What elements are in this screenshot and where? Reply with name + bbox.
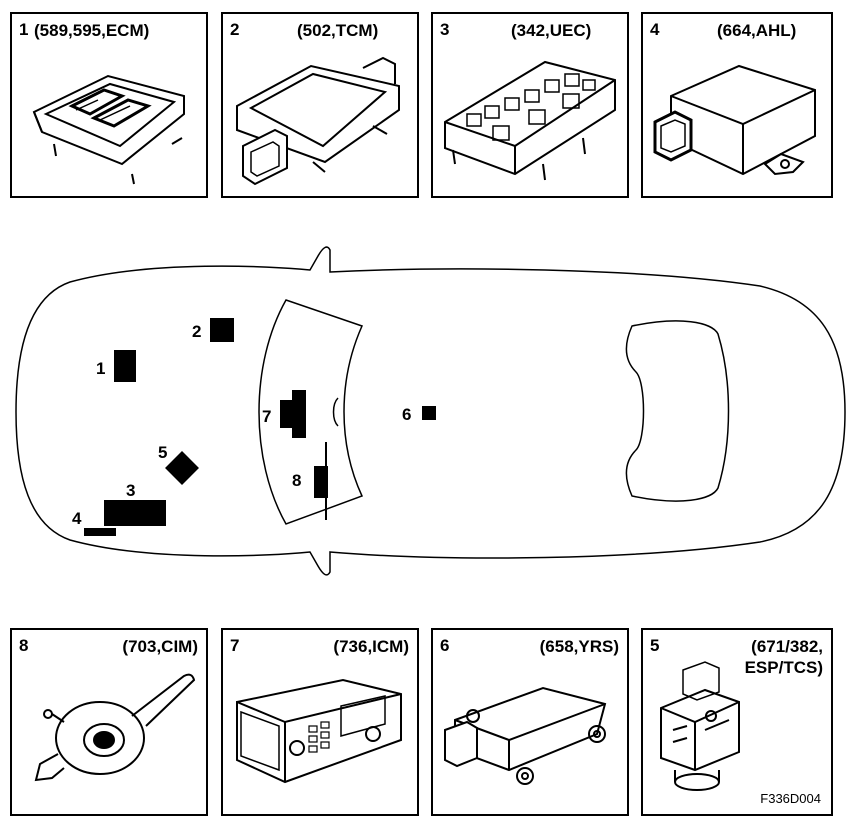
panel-ecm: 1 (589,595,ECM) xyxy=(10,12,208,198)
panel-code: (664,AHL) xyxy=(717,21,797,40)
fuse-relay-box-icon xyxy=(444,60,616,181)
panel-tcm: 2 (502,TCM) xyxy=(221,12,419,198)
panel-uec: 3 (342,UEC) xyxy=(431,12,629,198)
uec-marker xyxy=(104,500,166,526)
ecm-module-icon xyxy=(32,74,185,185)
panel-number: 1 xyxy=(19,20,29,39)
cim-marker xyxy=(314,466,328,498)
panel-number: 3 xyxy=(440,20,450,39)
panel-number: 2 xyxy=(230,20,240,39)
car-label-8: 8 xyxy=(292,471,301,490)
windshield-outline xyxy=(258,299,364,525)
panel-number: 5 xyxy=(650,636,660,655)
icm-marker xyxy=(280,390,306,438)
panel-code-line1: (671/382, xyxy=(751,637,823,656)
panel-code-line2: ESP/TCS) xyxy=(744,658,823,677)
panel-code: (342,UEC) xyxy=(511,21,592,40)
panel-code: (658,YRS) xyxy=(539,637,619,656)
panel-ahl: 4 (664,AHL) xyxy=(641,12,833,198)
ahl-module-icon xyxy=(653,64,816,176)
panel-number: 6 xyxy=(440,636,450,655)
abs-hydraulic-unit-icon xyxy=(660,661,740,791)
panel-yrs: 6 (658,YRS) xyxy=(431,628,629,816)
car-label-7: 7 xyxy=(262,407,271,426)
panel-code: (502,TCM) xyxy=(297,21,379,40)
car-label-1: 1 xyxy=(96,359,105,378)
panel-cim: 8 (703,CIM) xyxy=(10,628,208,816)
panel-number: 8 xyxy=(19,636,29,655)
ecm-marker xyxy=(114,350,136,382)
car-label-5: 5 xyxy=(158,443,167,462)
panel-icm: 7 (736,ICM) xyxy=(221,628,419,816)
tcm-module-icon xyxy=(236,56,400,186)
panel-code: (589,595,ECM) xyxy=(34,21,150,40)
vehicle-top-view: 1 2 3 4 5 6 7 8 xyxy=(15,246,846,576)
car-label-3: 3 xyxy=(126,481,135,500)
rear-window-outline xyxy=(625,320,730,502)
car-body-outline xyxy=(15,246,846,576)
panel-code: (671/382, ESP/TCS) xyxy=(745,636,823,678)
panel-number: 4 xyxy=(650,20,660,39)
panel-number: 7 xyxy=(230,636,240,655)
steering-column-module-icon xyxy=(34,673,196,782)
figure-id: F336D004 xyxy=(760,791,821,806)
car-label-4: 4 xyxy=(72,509,82,528)
yaw-rate-sensor-icon xyxy=(444,686,607,785)
ahl-marker xyxy=(84,528,116,536)
abs-marker xyxy=(165,451,199,485)
panel-esp-tcs: 5 (671/382, ESP/TCS) F336D004 xyxy=(641,628,833,816)
tcm-marker xyxy=(210,318,234,342)
panel-code: (736,ICM) xyxy=(333,637,409,656)
panel-code: (703,CIM) xyxy=(122,637,198,656)
radio-head-unit-icon xyxy=(236,678,402,784)
car-label-6: 6 xyxy=(402,405,411,424)
car-label-2: 2 xyxy=(192,322,201,341)
yrs-marker xyxy=(422,406,436,420)
